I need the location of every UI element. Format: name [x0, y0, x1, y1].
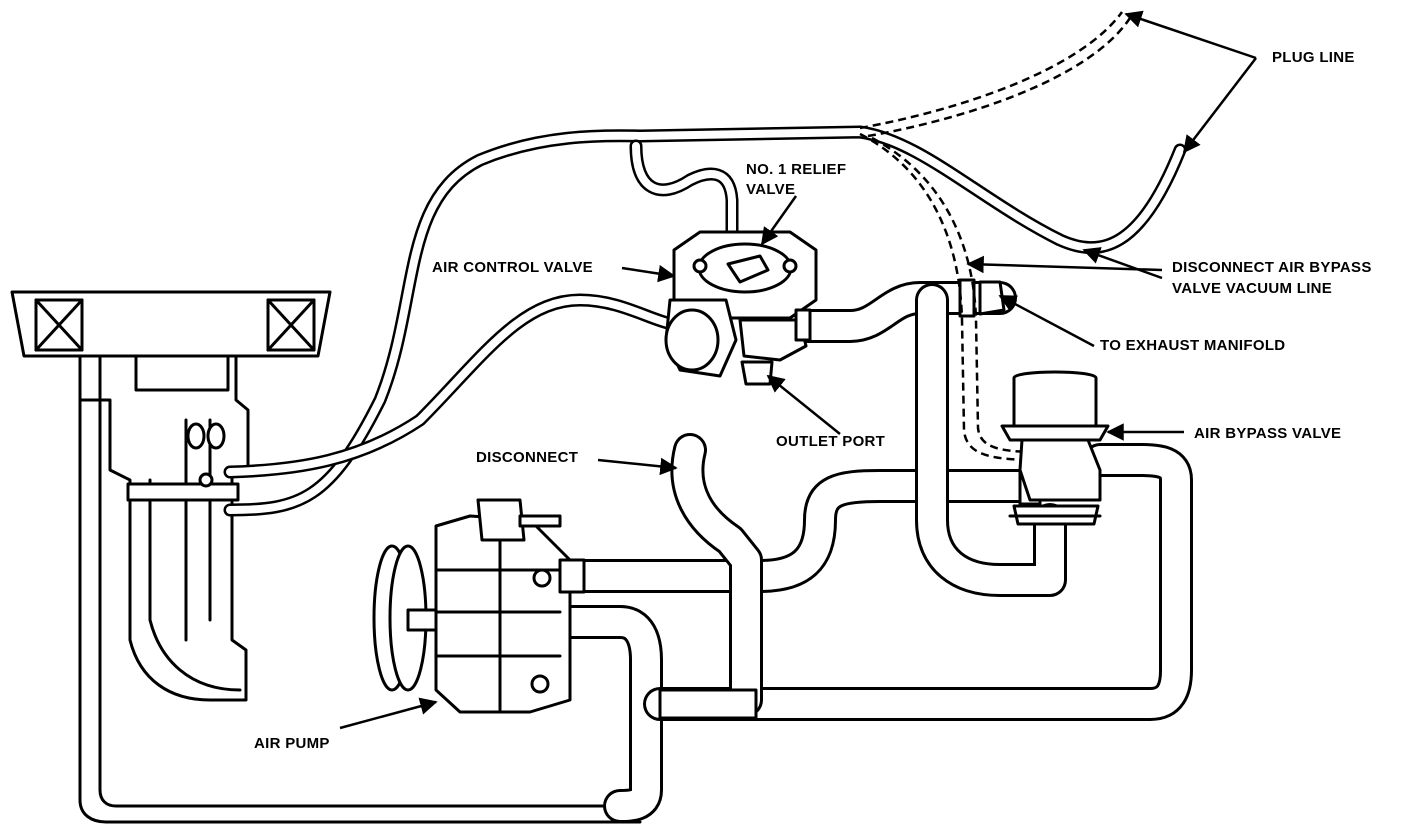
to-exhaust-manifold-label: TO EXHAUST MANIFOLD: [1100, 337, 1286, 354]
dashed-lines: [859, 11, 1132, 462]
no1-relief-valve-label-line2: VALVE: [746, 181, 796, 198]
disconnect-bypass-vacuum-label-line2: VALVE VACUUM LINE: [1172, 280, 1333, 297]
disconnect-bypass-vacuum-label-line1: DISCONNECT AIR BYPASS: [1172, 259, 1372, 276]
no1-relief-valve-label-line1: NO. 1 RELIEF: [746, 161, 847, 178]
air-bypass-valve: [1000, 370, 1110, 526]
intake-assembly: [10, 290, 642, 824]
air-pump: [372, 498, 586, 714]
air-bypass-valve-label: AIR BYPASS VALVE: [1194, 425, 1342, 442]
vacuum-lines: [223, 125, 1187, 517]
air-pump-label: AIR PUMP: [254, 735, 330, 752]
air-control-valve-label: AIR CONTROL VALVE: [432, 259, 593, 276]
plug-line-label: PLUG LINE: [1272, 49, 1355, 66]
air-control-valve: [664, 230, 818, 386]
air-hoses: [543, 278, 1193, 823]
leader-lines: [339, 10, 1257, 730]
disconnect-label: DISCONNECT: [476, 449, 579, 466]
outlet-port-label: OUTLET PORT: [776, 433, 886, 450]
